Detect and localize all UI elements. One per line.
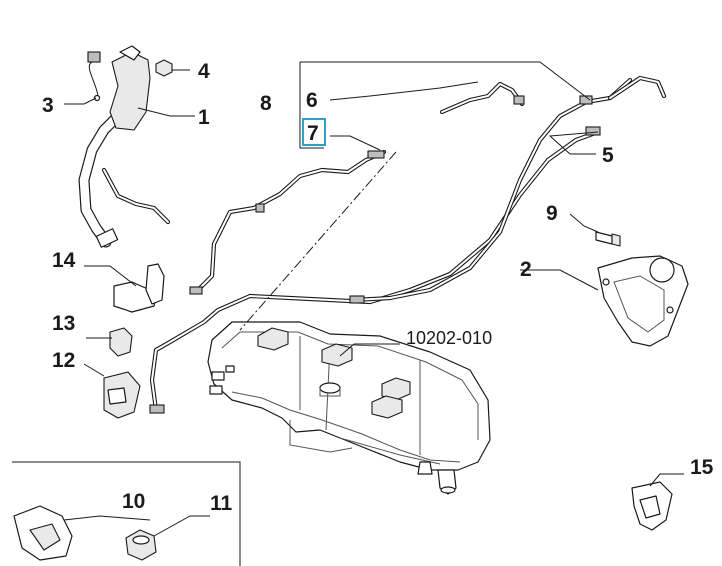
callout-7-highlight-box [302, 118, 326, 146]
callout-2[interactable]: 2 [520, 258, 532, 281]
callout-5[interactable]: 5 [602, 144, 614, 167]
tank-reference-code[interactable]: 10202-010 [406, 328, 492, 348]
callout-11[interactable]: 11 [210, 492, 233, 515]
heat-shield-part-2[interactable] [597, 255, 689, 347]
callout-7[interactable]: 7 [307, 122, 319, 145]
fuel-tank[interactable] [207, 321, 491, 495]
callout-13[interactable]: 13 [52, 312, 75, 335]
callout-4[interactable]: 4 [198, 60, 210, 83]
filler-neck-assembly[interactable] [78, 45, 171, 248]
bracket-part-12[interactable] [103, 371, 141, 419]
leader-lines [63, 61, 684, 537]
callout-12[interactable]: 12 [52, 349, 75, 372]
callout-9[interactable]: 9 [546, 202, 558, 225]
clip-part-13[interactable] [109, 327, 133, 357]
bracket-part-14[interactable] [113, 263, 165, 313]
callout-1[interactable]: 1 [198, 106, 210, 129]
bracket-part-10[interactable] [13, 505, 73, 561]
fuel-pipe-assembly[interactable] [149, 75, 667, 414]
bolt-part-9[interactable] [595, 231, 621, 247]
callout-10[interactable]: 10 [122, 490, 145, 513]
callout-8[interactable]: 8 [260, 92, 272, 115]
bolt-part-4[interactable] [155, 59, 173, 77]
callout-14[interactable]: 14 [52, 249, 76, 272]
callout-15[interactable]: 15 [690, 456, 714, 479]
callout-3[interactable]: 3 [42, 94, 54, 117]
clamp-part-15[interactable] [631, 481, 673, 531]
wire-clip-part-3[interactable] [87, 51, 101, 102]
callout-6[interactable]: 6 [306, 89, 318, 112]
nut-part-11[interactable] [125, 529, 157, 561]
